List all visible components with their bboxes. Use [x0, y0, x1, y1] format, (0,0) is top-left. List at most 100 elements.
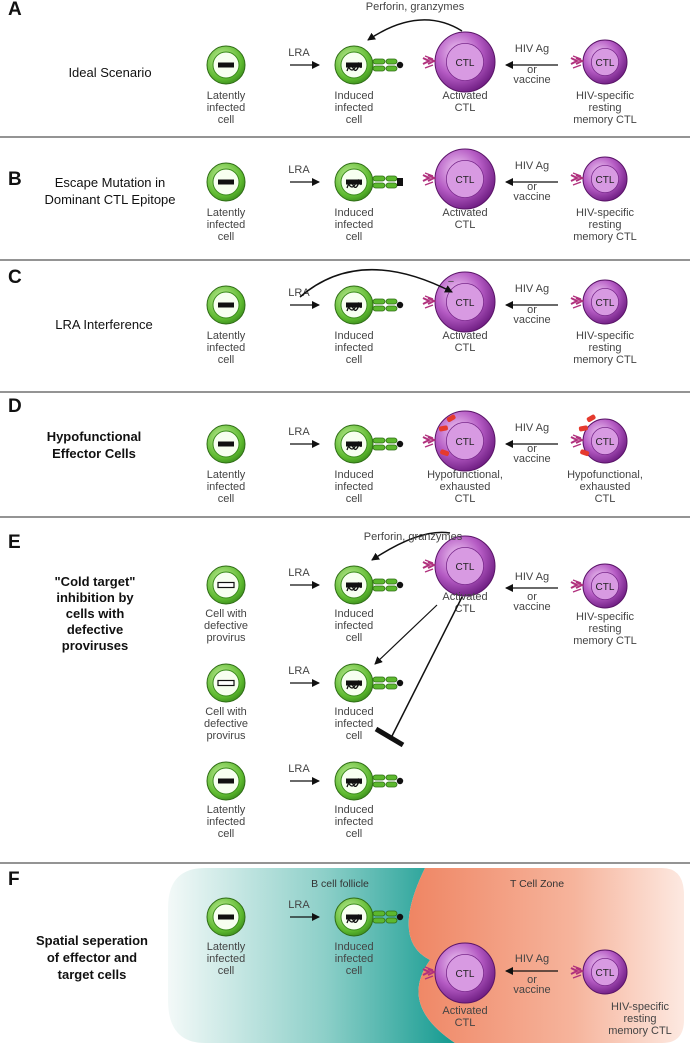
ctl-nucleus-icon — [445, 954, 484, 993]
antigen-receptor-icon — [372, 437, 404, 451]
hiv-ag-label: vaccine — [513, 314, 550, 326]
memory-ctl-label: memory CTL — [573, 114, 637, 126]
exhausted-ctl: CTL — [570, 414, 628, 464]
latent-cell-label: Latently — [207, 804, 246, 816]
memory-ctl: CTL — [570, 949, 628, 995]
hypofunctional-ctl-label: CTL — [455, 493, 476, 505]
minus-sign: − — [448, 276, 454, 288]
tcr-receptor-icon — [570, 55, 585, 69]
activated-ctl-label: CTL — [455, 1017, 476, 1029]
tcr-receptor-icon — [570, 172, 585, 186]
provirus-icon — [346, 441, 362, 447]
transcript-scribble-icon — [346, 582, 362, 592]
induced-cell-label: Induced — [334, 608, 373, 620]
latent-infected-cell — [206, 285, 246, 325]
hiv-ag-label: or — [527, 181, 537, 193]
induced-infected-cell — [334, 897, 374, 937]
tcr-receptor-icon — [570, 434, 585, 448]
panel-title: Ideal Scenario — [68, 65, 151, 80]
latent-cell-label: cell — [218, 828, 235, 840]
activated-ctl: CTL — [422, 148, 496, 210]
induced-cell-label: Induced — [334, 469, 373, 481]
ctl-nucleus-icon — [590, 287, 620, 317]
ctl-nucleus-icon — [445, 421, 484, 460]
ctl-inner-label: CTL — [596, 58, 615, 69]
induced-cell-label: cell — [346, 730, 363, 742]
induced-infected-cell — [334, 761, 374, 801]
transcript-scribble-icon — [346, 302, 362, 312]
ctl-inner-label: CTL — [596, 437, 615, 448]
ctl-inner-label: CTL — [596, 582, 615, 593]
panel-title: Effector Cells — [52, 446, 136, 461]
memory-ctl: CTL — [570, 279, 628, 325]
epitope-icon — [396, 301, 404, 309]
hiv-ag-label: HIV Ag — [515, 43, 549, 55]
panel-title: Escape Mutation in — [55, 175, 166, 190]
tcr-receptor-icon — [422, 55, 437, 69]
activated-ctl-label: Activated — [442, 207, 487, 219]
hiv-ag-label: or — [527, 591, 537, 603]
ctl-nucleus-icon — [445, 43, 484, 82]
inhibition-bar-icon — [374, 726, 405, 748]
defective-cell-label: defective — [204, 620, 248, 632]
memory-ctl-label: HIV-specific — [576, 611, 635, 623]
provirus-icon — [218, 914, 234, 920]
induced-infected-cell — [334, 424, 374, 464]
defective-infected-cell — [206, 663, 246, 703]
ctl-inner-label: CTL — [456, 298, 475, 309]
ctl-nucleus-icon — [445, 282, 484, 321]
panel-label-C: C — [8, 267, 22, 288]
tcr-receptor-icon — [422, 172, 437, 186]
tcr-receptor-icon — [422, 434, 437, 448]
b-cell-follicle-label: B cell follicle — [311, 878, 369, 890]
panel-label-D: D — [8, 396, 22, 417]
defective-cell-label: provirus — [206, 730, 246, 742]
panel-title: defective — [67, 622, 123, 637]
induced-cell-label: cell — [346, 114, 363, 126]
defective-cell-label: defective — [204, 718, 248, 730]
lra-label: LRA — [288, 899, 310, 911]
panel-label-F: F — [8, 869, 20, 890]
hiv-ag-label: vaccine — [513, 453, 550, 465]
induced-infected-cell — [334, 285, 374, 325]
panel-title: "Cold target" — [55, 574, 136, 589]
activated-ctl-label: Activated — [442, 330, 487, 342]
lra-interference-arrow — [299, 269, 453, 298]
epitope-icon — [396, 679, 404, 687]
antigen-receptor-icon — [372, 175, 403, 189]
lra-label: LRA — [288, 47, 310, 59]
latent-cell-label: infected — [207, 102, 246, 114]
panel-label-B: B — [8, 169, 22, 190]
latent-cell-label: Latently — [207, 469, 246, 481]
hypofunctional-ctl-label: Hypofunctional, — [567, 469, 643, 481]
activated-ctl: CTL — [422, 535, 496, 597]
exhausted-ctl: CTL — [422, 410, 496, 472]
induced-cell-label: cell — [346, 231, 363, 243]
latent-cell-label: infected — [207, 816, 246, 828]
activated-ctl: CTL — [422, 942, 496, 1004]
transcript-scribble-icon — [346, 778, 362, 788]
ctl-nucleus-icon — [445, 547, 484, 586]
panel-title: of effector and — [47, 950, 137, 965]
provirus-icon — [218, 778, 234, 784]
provirus-icon — [346, 914, 362, 920]
ctl-nucleus-icon — [590, 164, 620, 194]
memory-ctl-label: memory CTL — [573, 635, 637, 647]
memory-ctl-label: memory CTL — [573, 231, 637, 243]
ctl-inner-label: CTL — [456, 58, 475, 69]
hiv-ag-label: or — [527, 974, 537, 986]
tcr-receptor-icon — [422, 295, 437, 309]
latent-cell-label: cell — [218, 114, 235, 126]
panel-title: target cells — [58, 967, 127, 982]
induced-cell-label: infected — [335, 816, 374, 828]
epitope-icon — [396, 440, 404, 448]
provirus-icon — [218, 62, 234, 68]
tcr-receptor-icon — [570, 965, 585, 979]
antigen-receptor-icon — [372, 58, 404, 72]
transcript-scribble-icon — [346, 441, 362, 451]
panel-title: LRA Interference — [55, 317, 153, 332]
panel-label-E: E — [8, 532, 21, 553]
induced-cell-label: Induced — [334, 207, 373, 219]
activated-ctl: CTL — [422, 31, 496, 93]
